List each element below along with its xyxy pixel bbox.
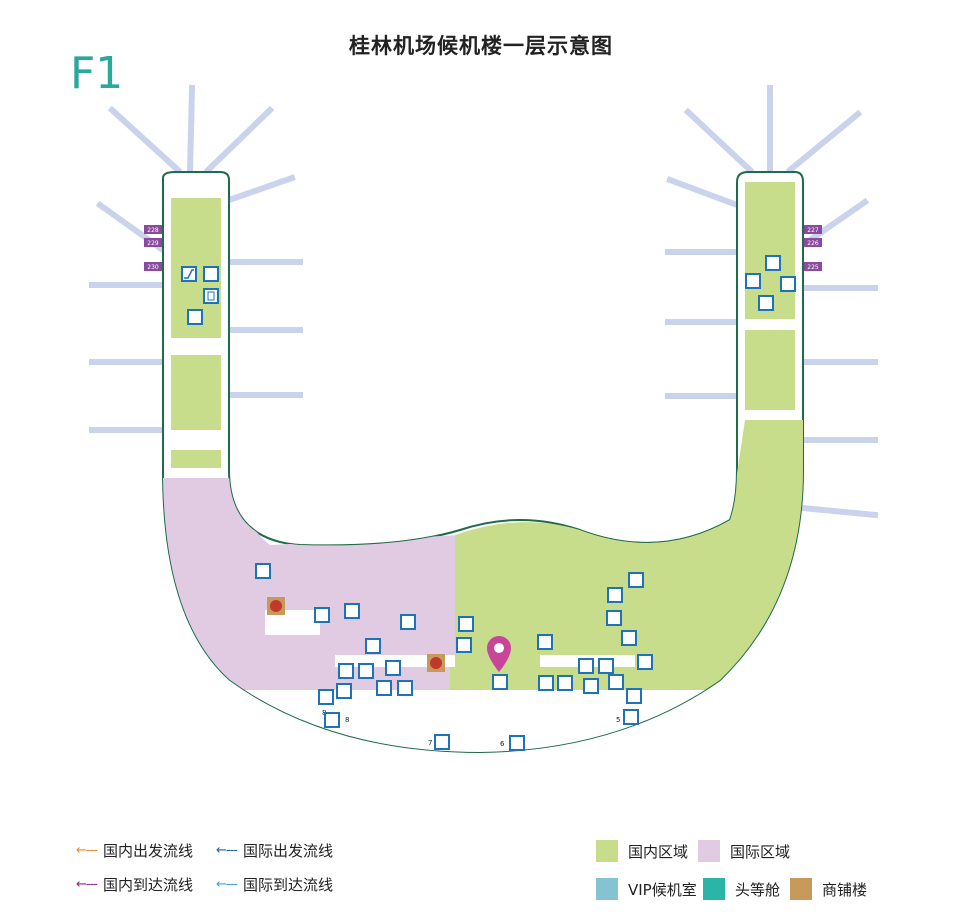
escalator-icon [765,255,781,271]
baby-care-icon [358,663,374,679]
escalator-icon [255,563,271,579]
map-title: 桂林机场候机楼一层示意图 [349,34,613,58]
restroom-icon [578,658,594,674]
entrance-label: 6 [500,740,505,748]
escalator-icon [628,572,644,588]
accessible-icon [397,680,413,696]
police-icon [427,654,445,672]
gate-label: 225 [807,264,819,271]
legend-domestic-arrival: ←--- 国内到达流线 [76,876,193,894]
exit-icon [623,709,639,725]
info-icon [537,634,553,650]
drinking-water-icon [492,674,508,690]
restroom-icon [385,660,401,676]
you-are-here-icon [487,636,511,672]
exit-icon [324,712,340,728]
gate-label: 227 [807,227,819,234]
police-icon [267,597,285,615]
entrance-icon [434,734,450,750]
elevator-icon [608,674,624,690]
arrow-left-icon: ←--- [76,877,98,892]
gate-label: 226 [807,240,819,247]
accessible-icon [598,658,614,674]
legend-domestic-area: 国内区域 [596,840,688,862]
legend-domestic-departure: ←--- 国内出发流线 [76,842,193,860]
toilet-icon [376,680,392,696]
facility-icons[interactable] [181,255,796,751]
legend-international-departure: ←--- 国际出发流线 [216,842,333,860]
legend-international-arrival: ←--- 国际到达流线 [216,876,333,894]
escalator-icon [607,587,623,603]
info-icon [365,638,381,654]
toilet-icon [758,295,774,311]
baggage-icon [557,675,573,691]
exit-icon [509,735,525,751]
baby-care-icon [538,675,554,691]
cloakroom-icon [637,654,653,670]
legend-first-class: 头等舱 [703,878,780,900]
restroom-icon [780,276,796,292]
escalator-icon [621,630,637,646]
toilet-icon [583,678,599,694]
arrow-left-icon: ←--- [76,843,98,858]
escalator-icon [318,689,334,705]
passport-icon [344,603,360,619]
gate-badges-left: 228 229 230 [144,225,162,271]
legend-vip-lounge: VIP候机室 [596,878,697,900]
baggage-icon [338,663,354,679]
legend-shops: 商铺楼 [790,878,867,900]
gate-label: 229 [147,240,159,247]
floor-label: F1 [70,48,124,99]
gate-badges-right: 227 226 225 [804,225,822,271]
international-area[interactable] [160,478,460,720]
arrow-left-icon: ←--- [216,843,238,858]
gate-label: 228 [147,227,159,234]
elevator-icon [336,683,352,699]
escalator-icon [456,637,472,653]
elevator-icon [745,273,761,289]
gate-label: 230 [147,264,159,271]
entrance-label: 7 [428,739,432,747]
security-check-icon [314,607,330,623]
exit-icon [626,688,642,704]
restroom-icon [203,266,219,282]
legend-international-area: 国际区域 [698,840,790,862]
left-pier-domestic [171,198,221,468]
arrow-left-icon: ←--- [216,877,238,892]
elevator-icon [458,616,474,632]
immigration-icon [400,614,416,630]
security-check-icon [606,610,622,626]
escalator-icon [181,266,197,282]
boarding-bridges-right [665,85,879,519]
elevator-icon [203,288,219,304]
toilet-icon [187,309,203,325]
entrance-label: 8 [345,716,349,724]
entrance-label: 5 [616,716,620,724]
